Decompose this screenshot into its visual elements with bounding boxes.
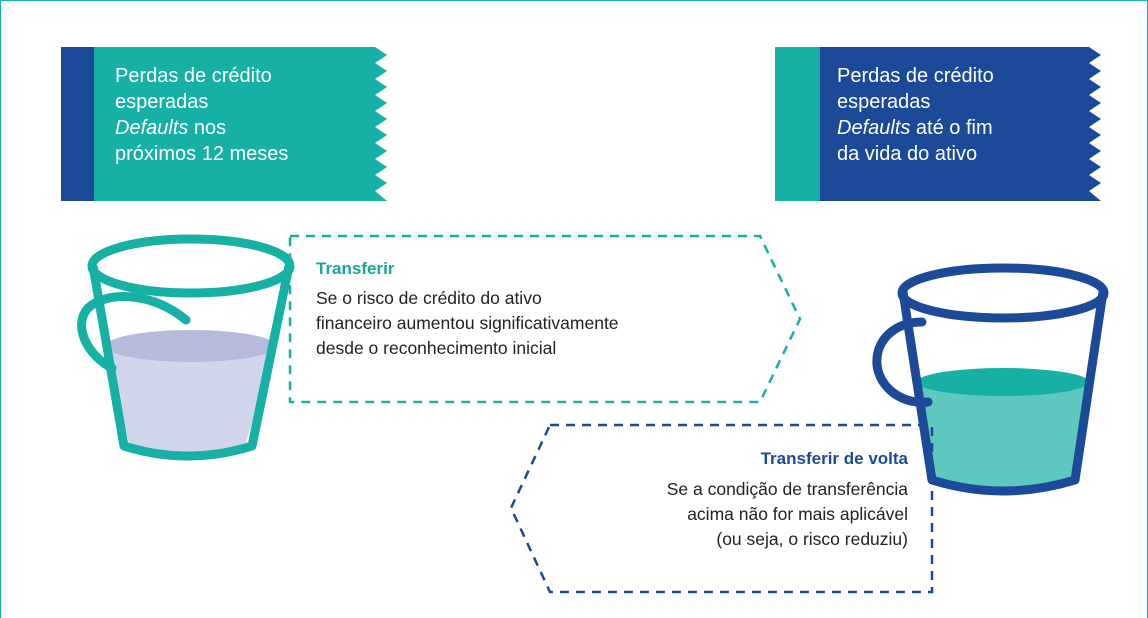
bucket-right-icon — [872, 263, 1109, 496]
transfer-back-title: Transferir de volta — [760, 449, 908, 468]
ribbon-line-3-rest: nos — [188, 117, 227, 139]
transfer-title: Transferir — [316, 259, 395, 278]
ribbon-12-month-ecl: Perdas de crédito esperadas Defaults nos… — [61, 47, 387, 201]
ribbon-lifetime-ecl: Perdas de crédito esperadas Defaults até… — [775, 47, 1101, 201]
ribbon-line-3: Defaults até o fim — [837, 115, 994, 141]
bucket-left-body — [88, 265, 294, 461]
transfer-description: Se o risco de crédito do ativo financeir… — [316, 286, 619, 361]
ribbon-line-3: Defaults nos — [115, 115, 288, 141]
bucket-left-icon — [77, 234, 295, 461]
ribbon-defaults-term: Defaults — [837, 117, 911, 139]
transfer-back-line-1: Se a condição de transferência — [666, 479, 908, 499]
ribbon-line-1: Perdas de crédito — [837, 65, 994, 87]
transfer-line-2: financeiro aumentou significativamente — [316, 313, 619, 333]
transfer-back-line-3: (ou seja, o risco reduziu) — [716, 529, 908, 549]
bucket-right-fill-surface — [917, 368, 1089, 396]
bucket-left-fill-surface — [106, 330, 276, 362]
transfer-line-1: Se o risco de crédito do ativo — [316, 288, 542, 308]
callout-transfer-border — [288, 234, 802, 404]
ribbon-label: Perdas de crédito esperadas Defaults até… — [837, 63, 994, 167]
transfer-back-description: Se a condição de transferência acima não… — [667, 477, 908, 552]
bucket-right-body — [898, 291, 1108, 496]
bucket-left-fill — [107, 344, 276, 456]
transfer-back-line-2: acima não for mais aplicável — [687, 504, 908, 524]
bucket-right-rim — [897, 263, 1109, 323]
ribbon-line-2: esperadas — [837, 91, 931, 113]
bucket-left-handle — [77, 292, 191, 373]
ribbon-band — [775, 47, 820, 201]
callout-transfer-back-border — [509, 423, 934, 594]
ribbon-line-1: Perdas de crédito — [115, 65, 272, 87]
ribbon-band — [61, 47, 94, 201]
ribbon-defaults-term: Defaults — [115, 117, 189, 139]
ribbon-label: Perdas de crédito esperadas Defaults nos… — [115, 63, 288, 167]
bucket-right-fill — [918, 384, 1089, 492]
ribbon-line-4: da vida do ativo — [837, 143, 978, 165]
bucket-right-handle — [872, 317, 933, 407]
bucket-left-rim — [87, 234, 295, 298]
transfer-line-3: desde o reconhecimento inicial — [316, 338, 557, 358]
ribbon-line-3-rest: até o fim — [910, 117, 993, 139]
ribbon-line-2: esperadas — [115, 91, 209, 113]
ribbon-line-4: próximos 12 meses — [115, 143, 289, 165]
